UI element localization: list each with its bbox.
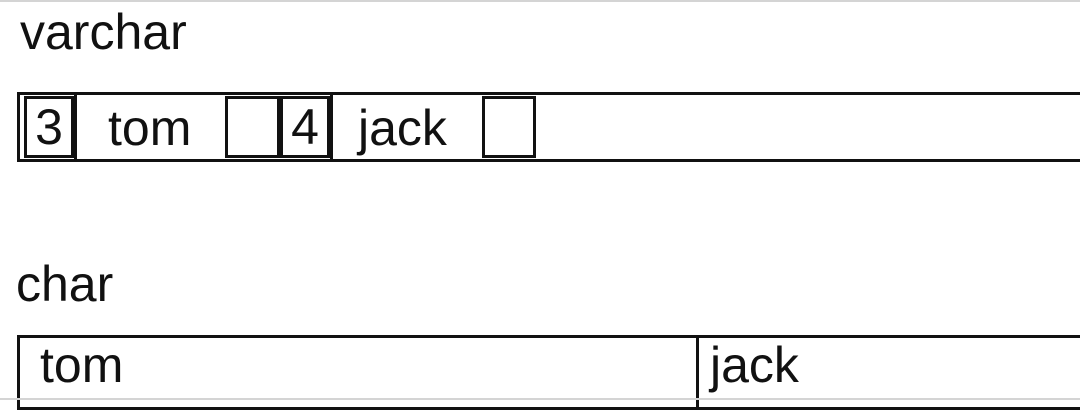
- varchar-value-1: tom: [108, 100, 192, 156]
- bottom-rule: [0, 398, 1080, 400]
- varchar-end-marker-1: [225, 96, 280, 158]
- char-value-1: tom: [40, 337, 124, 393]
- char-title: char: [16, 256, 114, 312]
- varchar-title: varchar: [20, 4, 187, 60]
- varchar-length-prefix-1: 3: [24, 96, 74, 158]
- varchar-separator-1: [74, 95, 77, 159]
- varchar-end-marker-2: [482, 96, 536, 158]
- varchar-storage-row: 3 tom 4 jack: [17, 92, 1080, 162]
- varchar-length-prefix-2: 4: [280, 96, 330, 158]
- char-value-2: jack: [710, 337, 799, 393]
- char-separator: [696, 338, 699, 410]
- varchar-value-2: jack: [358, 100, 447, 156]
- top-rule: [0, 0, 1080, 2]
- varchar-separator-2: [330, 95, 333, 159]
